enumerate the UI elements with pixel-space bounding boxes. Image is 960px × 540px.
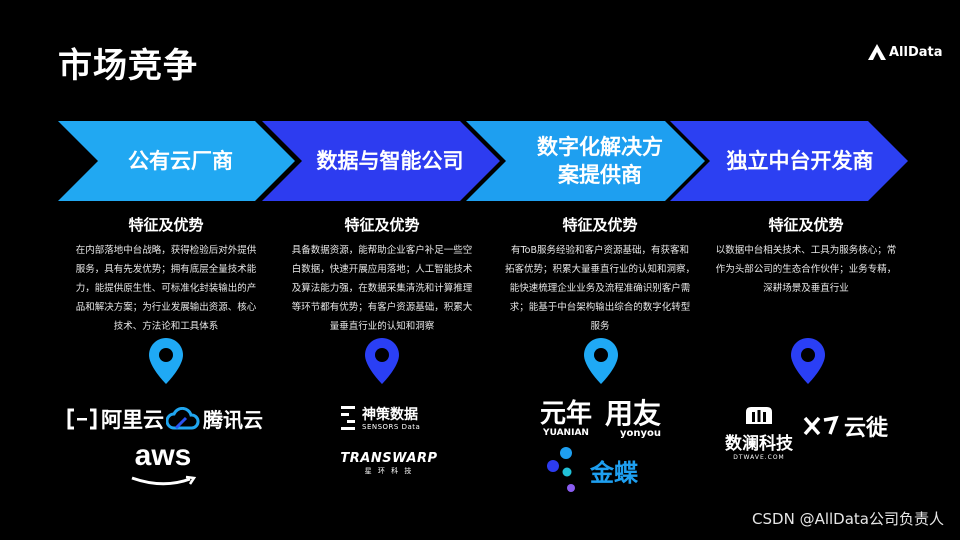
vendor-logo-yunxi: 云徙 — [802, 410, 888, 442]
feature-description: 具备数据资源，能帮助企业客户补足一些空 白数据，快速开展应用落地；人工智能技术 … — [291, 245, 473, 332]
vendor-logo-sensors-data: 神策数据 SENSORS Data — [338, 404, 420, 434]
alldata-logo-icon — [868, 44, 886, 60]
segment-name-independent-platform: 独立中台开发商 — [726, 149, 874, 173]
feature-column-digital-solution: 特征及优势 有ToB服务经验和客户资源基础，有获客和 拓客优势；积累大量垂直行业… — [502, 214, 698, 336]
tencent-cloud-icon — [166, 406, 200, 429]
location-pin-icon — [791, 338, 825, 384]
segment-name-digital-solution: 数字化解决方 案提供商 — [510, 121, 690, 201]
segment-name-data-intelligence: 数据与智能公司 — [316, 149, 464, 173]
aws-smile-icon — [131, 475, 197, 486]
chevron-digital-solution — [466, 121, 705, 201]
vendor-logo-tencent-cloud: 腾讯云 — [166, 404, 263, 433]
segment-name-public-cloud: 公有云厂商 — [128, 149, 233, 173]
feature-description: 在内部落地中台战略，获得检验后对外提供 服务，具有先发优势；拥有底层全量技术能 … — [75, 245, 257, 332]
feature-heading: 特征及优势 — [344, 216, 420, 234]
vendor-logo-yonyou: 用友 yonyou — [605, 397, 662, 440]
vendor-logo-aliyun: 阿里云 — [66, 404, 164, 434]
vendor-logo-dtwave: 数澜科技 DTWAVE.COM — [724, 404, 794, 461]
watermark: CSDN @AllData公司负责人 — [752, 510, 944, 528]
vendor-logo-yuanian: 元年 YUANIAN — [540, 399, 593, 438]
alldata-logo: AllData — [868, 44, 943, 60]
yunxi-icon — [803, 415, 839, 436]
segment-name-line: 数字化解决方 — [537, 135, 663, 159]
chevron-data-intelligence — [262, 121, 500, 201]
feature-description: 以数据中台相关技术、工具为服务核心；常 作为头部公司的生态合作伙伴；业务专精， … — [715, 245, 897, 294]
dtwave-icon — [746, 407, 772, 424]
location-pin-icon — [149, 338, 183, 384]
vendor-logo-kingdee: 金蝶 — [546, 446, 638, 494]
location-pin-icon — [584, 338, 618, 384]
segment-chevron-band — [58, 121, 908, 201]
segment-name-line: 案提供商 — [558, 163, 642, 187]
feature-column-data-intelligence: 特征及优势 具备数据资源，能帮助企业客户补足一些空 白数据，快速开展应用落地；人… — [284, 214, 480, 336]
feature-column-public-cloud: 特征及优势 在内部落地中台战略，获得检验后对外提供 服务，具有先发优势；拥有底层… — [68, 214, 264, 336]
feature-description: 有ToB服务经验和客户资源基础，有获客和 拓客优势；积累大量垂直行业的认知和洞察… — [504, 245, 695, 332]
location-pin-icon — [365, 338, 399, 384]
logo-text: AllData — [889, 44, 943, 60]
aliyun-icon — [67, 408, 97, 430]
feature-heading: 特征及优势 — [768, 216, 844, 234]
feature-heading: 特征及优势 — [128, 216, 204, 234]
page-title: 市场竞争 — [58, 46, 198, 86]
kingdee-dots-icon — [547, 447, 575, 492]
vendor-logo-transwarp: TRANSWARP 星 环 科 技 — [340, 451, 438, 475]
chevron-public-cloud — [58, 121, 295, 201]
sensors-data-icon — [341, 406, 355, 430]
chevron-independent-platform — [670, 121, 908, 201]
feature-heading: 特征及优势 — [562, 216, 638, 234]
vendor-logo-aws: aws — [128, 440, 198, 491]
feature-column-independent-platform: 特征及优势 以数据中台相关技术、工具为服务核心；常 作为头部公司的生态合作伙伴；… — [708, 214, 904, 298]
